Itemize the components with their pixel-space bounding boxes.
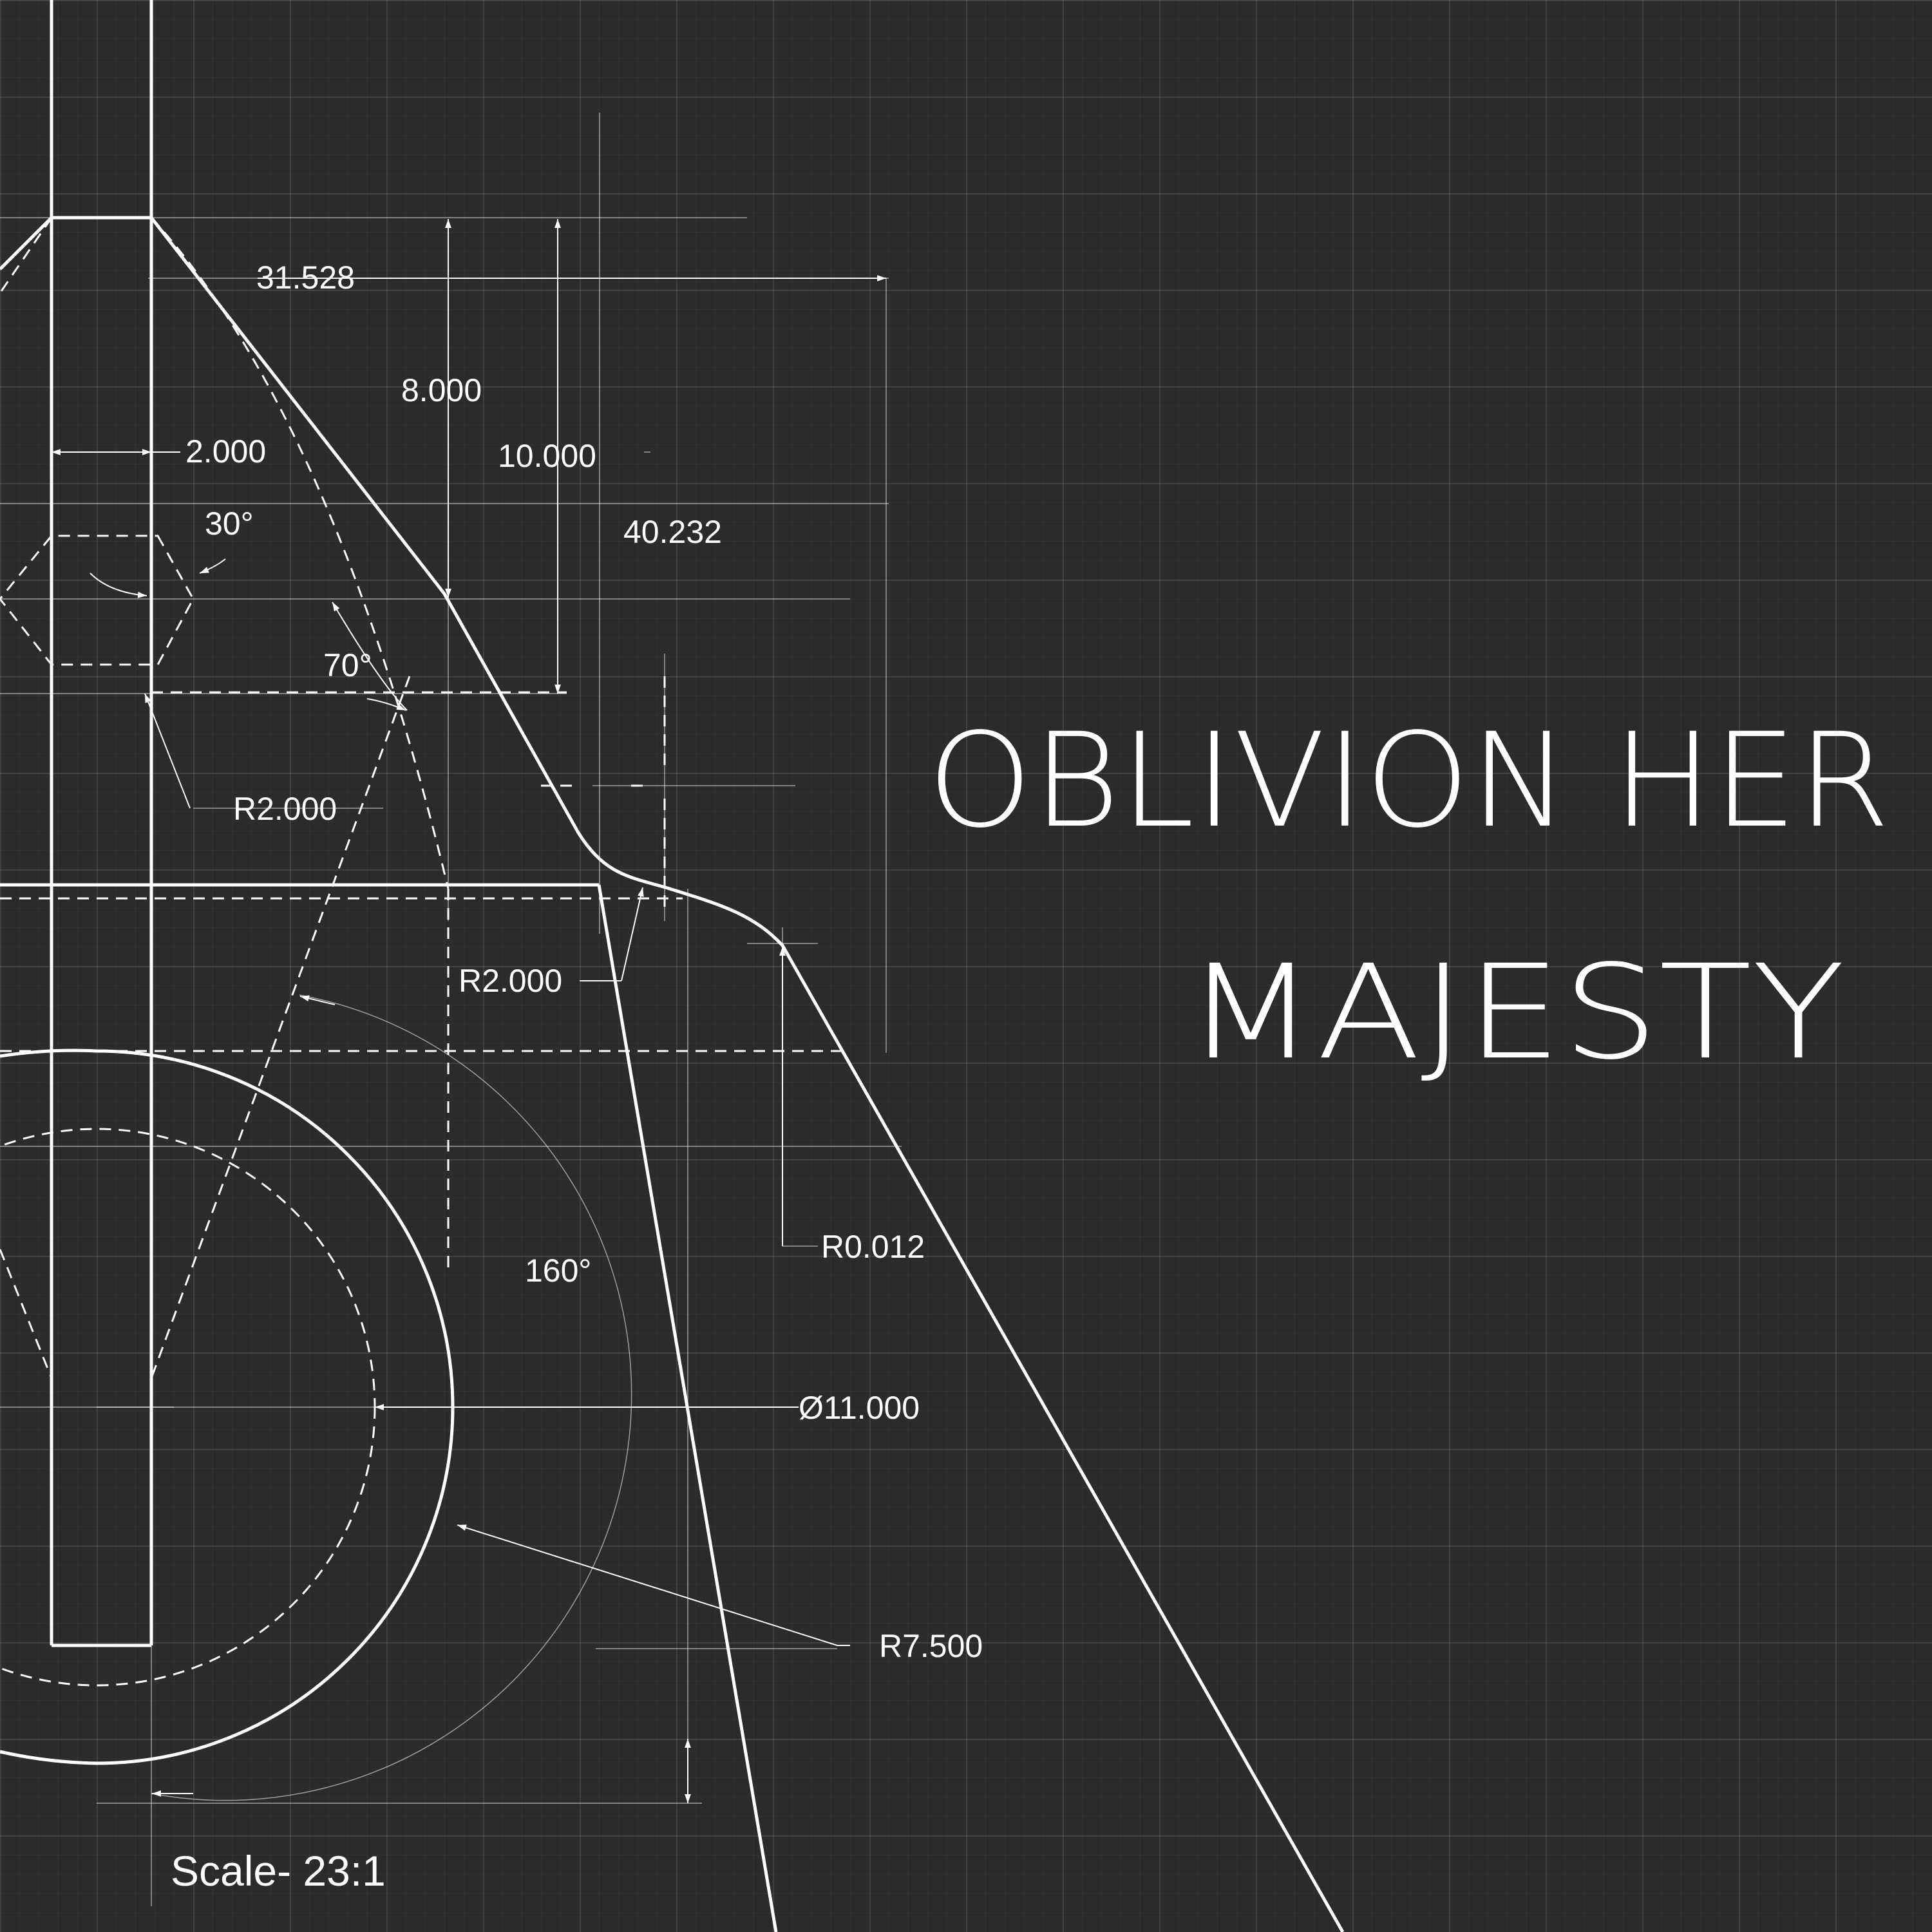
dim-width-31528: 31.528 xyxy=(256,260,355,296)
dimension-arrows xyxy=(52,219,886,1803)
hidden-lines xyxy=(0,216,850,1687)
dim-width-40232: 40.232 xyxy=(623,514,722,550)
scale-label: Scale- 23:1 xyxy=(171,1847,386,1895)
dim-radius-large: R7.500 xyxy=(879,1628,983,1664)
dim-angle-70: 70° xyxy=(323,647,372,683)
dim-radius-upper: R2.000 xyxy=(233,791,337,827)
dim-radius-small: R0.012 xyxy=(821,1229,925,1265)
part-outline xyxy=(0,0,1345,1932)
title-line-2: MAJESTY xyxy=(1185,936,1845,1088)
dim-radius-mid: R2.000 xyxy=(459,963,562,999)
title-line-1: OBLIVION HER xyxy=(927,705,1890,857)
dim-angle-30: 30° xyxy=(205,506,254,542)
dim-height-8000: 8.000 xyxy=(401,372,482,408)
dim-angle-160: 160° xyxy=(525,1253,591,1289)
dim-height-10000: 10.000 xyxy=(498,438,596,474)
dim-gap-2000: 2.000 xyxy=(185,433,266,469)
dim-diameter-11000: Ø11.000 xyxy=(799,1390,920,1426)
